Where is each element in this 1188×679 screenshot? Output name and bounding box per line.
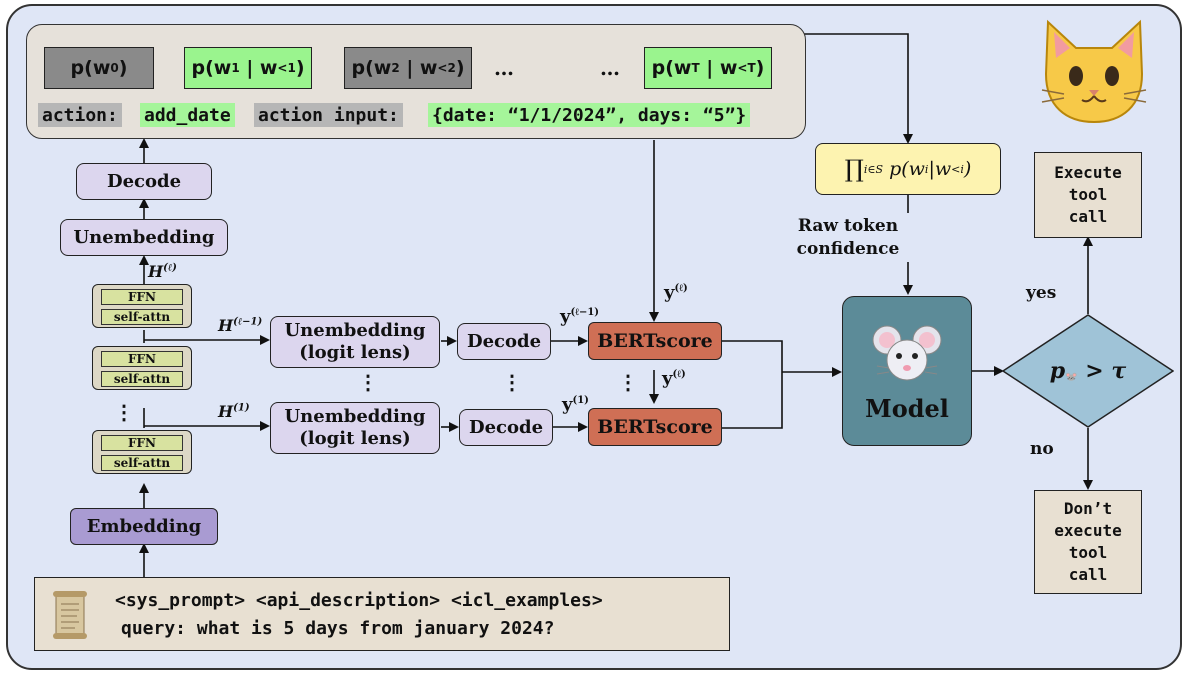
bert-dots: ⋮ xyxy=(618,370,638,394)
token-sub: 1 xyxy=(231,61,240,75)
prod-sub: i∈S xyxy=(863,162,884,176)
token-sub: T xyxy=(691,61,700,75)
stack-dots: ⋮ xyxy=(114,400,134,424)
token-given: | w xyxy=(246,57,278,79)
model-box: Model xyxy=(842,296,972,446)
decode-box: Decode xyxy=(76,163,212,200)
y-right-label: y(ℓ) xyxy=(664,282,688,303)
token-text: p(w xyxy=(351,57,392,79)
paren: ) xyxy=(118,57,128,79)
token-given: | w xyxy=(406,57,438,79)
action-value: add_date xyxy=(140,103,235,127)
prod-close: ) xyxy=(963,158,972,180)
H-sym: H xyxy=(148,262,164,281)
H-top-label: H(ℓ) xyxy=(148,262,177,281)
y-top-label: y(ℓ−1) xyxy=(560,306,599,327)
ffn-block: FFN xyxy=(101,289,183,305)
token-ellipsis-1: … xyxy=(494,56,514,80)
paren: ) xyxy=(455,57,465,79)
token-text: p(w xyxy=(191,57,232,79)
token-given-sub: <1 xyxy=(277,61,296,75)
ffn-block: FFN xyxy=(101,435,183,451)
self-attn-block: self-attn xyxy=(101,371,183,387)
prod-given: |w xyxy=(928,158,952,180)
transformer-layer-top: FFN self-attn xyxy=(92,284,192,328)
raw-token-confidence-label: Raw token confidence xyxy=(796,216,900,259)
y-sym: y xyxy=(562,394,573,415)
H-low-label: H(1) xyxy=(218,402,250,421)
gt-symbol: > xyxy=(1085,358,1104,384)
token-ellipsis-2: … xyxy=(600,56,620,80)
decode-box-bottom: Decode xyxy=(459,409,553,446)
y-sup: (ℓ−1) xyxy=(570,307,600,318)
y-mid-label: y(ℓ) xyxy=(662,368,686,389)
token-given-sub: <2 xyxy=(437,61,456,75)
threshold-decision: p🐭 > τ xyxy=(1002,314,1174,428)
token-text: p(w xyxy=(651,57,692,79)
logit-lens-unembedding-bottom: Unembedding (logit lens) xyxy=(270,402,440,454)
token-sub: 2 xyxy=(391,61,400,75)
H-mid-label: H(ℓ−1) xyxy=(218,316,262,335)
dont-execute-tool-call-box: Don’t execute tool call xyxy=(1034,490,1142,594)
token-sub: 0 xyxy=(110,61,119,75)
prod-given-sub: <i xyxy=(951,162,964,176)
paren: ) xyxy=(755,57,765,79)
prod-body-sub: i xyxy=(924,162,929,176)
mouse-mini-icon: 🐭 xyxy=(1065,371,1078,383)
lens-dots-2: ⋮ xyxy=(502,370,522,394)
self-attn-block: self-attn xyxy=(101,309,183,325)
token-given-sub: <T xyxy=(737,61,756,75)
prompt-line-1: <sys_prompt> <api_description> <icl_exam… xyxy=(115,590,603,611)
H-sup: (ℓ) xyxy=(163,262,177,274)
prompt-box: <sys_prompt> <api_description> <icl_exam… xyxy=(34,577,730,651)
self-attn-block: self-attn xyxy=(101,455,183,471)
action-key: action: xyxy=(38,103,122,127)
decode-box-top: Decode xyxy=(457,323,551,360)
tau-symbol: τ xyxy=(1111,358,1127,384)
action-input-value: {date: “1/1/2024”, days: “5”} xyxy=(428,103,751,127)
transformer-layer-bottom: FFN self-attn xyxy=(92,430,192,474)
prompt-line-2: query: what is 5 days from january 2024? xyxy=(121,618,555,639)
token-given: | w xyxy=(706,57,738,79)
threshold-expression: p🐭 > τ xyxy=(1002,314,1174,428)
token-text: p(w xyxy=(70,57,111,79)
transformer-layer-mid: FFN self-attn xyxy=(92,346,192,390)
H-sup: (ℓ−1) xyxy=(233,316,263,328)
embedding-box: Embedding xyxy=(70,508,218,545)
y-sup: (ℓ) xyxy=(672,369,686,380)
no-label: no xyxy=(1030,439,1054,459)
bertscore-box-top: BERTscore xyxy=(588,322,722,360)
logit-lens-unembedding-top: Unembedding (logit lens) xyxy=(270,316,440,368)
p-symbol: p xyxy=(1049,358,1066,384)
prod-body: p(w xyxy=(889,158,925,180)
paren: ) xyxy=(295,57,305,79)
y-sup: (1) xyxy=(572,395,589,406)
H-sym: H xyxy=(218,402,234,421)
execute-tool-call-box: Execute tool call xyxy=(1034,152,1142,238)
unembedding-box: Unembedding xyxy=(60,219,228,256)
H-sym: H xyxy=(218,316,234,335)
y-sym: y xyxy=(664,282,675,303)
model-label: Model xyxy=(865,393,949,423)
y-sym: y xyxy=(560,306,571,327)
y-sym: y xyxy=(662,368,673,389)
scroll-icon xyxy=(53,591,87,639)
action-input-key: action input: xyxy=(254,103,403,127)
mouse-face-icon xyxy=(872,325,942,380)
prod-symbol: ∏ xyxy=(844,155,864,183)
lens-dots-1: ⋮ xyxy=(358,370,378,394)
y-sup: (ℓ) xyxy=(674,283,688,294)
y-low-label: y(1) xyxy=(562,394,589,415)
cat-face-icon xyxy=(1034,14,1154,126)
bertscore-box-bottom: BERTscore xyxy=(588,408,722,446)
H-sup: (1) xyxy=(233,402,250,414)
ffn-block: FFN xyxy=(101,351,183,367)
yes-label: yes xyxy=(1026,283,1057,303)
